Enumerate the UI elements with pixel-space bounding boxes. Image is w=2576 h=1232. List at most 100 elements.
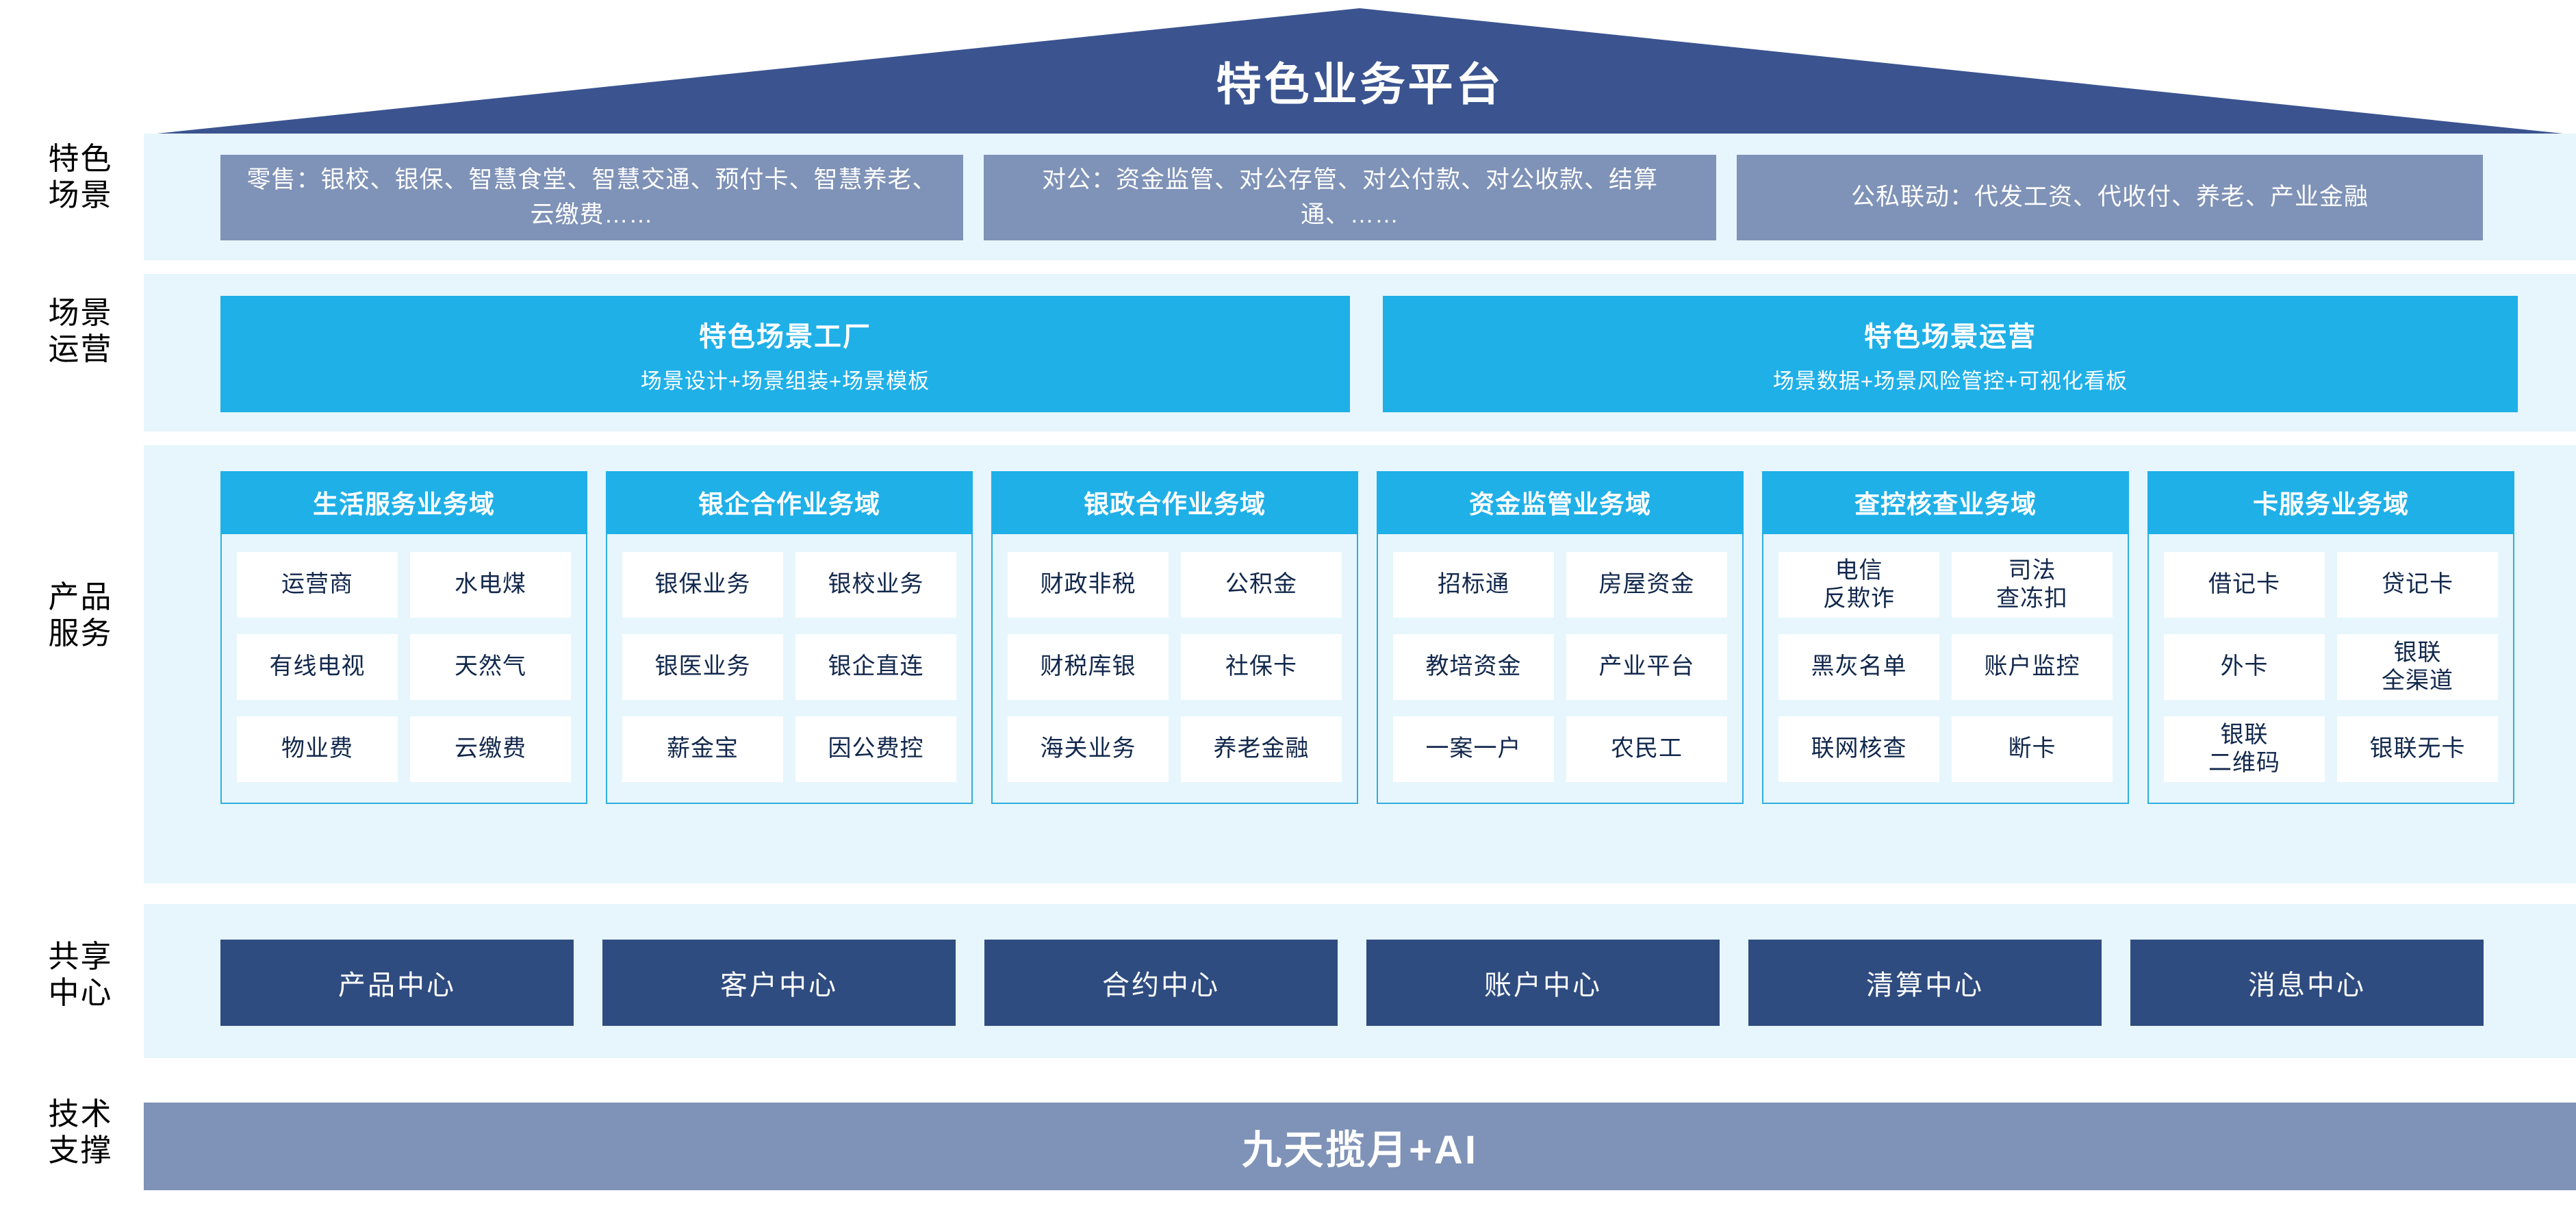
product-domains-row: 生活服务业务域 运营商 水电煤 有线电视 天然气 物业费 云缴费 银企合作业务域… bbox=[220, 471, 2514, 804]
domain-column-investigation-control[interactable]: 查控核查业务域 电信反欺诈 司法查冻扣 黑灰名单 账户监控 联网核查 断卡 bbox=[1762, 471, 2129, 804]
scenario-box-public-private[interactable]: 公私联动：代发工资、代收付、养老、产业金融 bbox=[1737, 155, 2483, 240]
center-box-message[interactable]: 消息中心 bbox=[2130, 940, 2484, 1026]
domain-cell[interactable]: 招标通 bbox=[1393, 552, 1554, 618]
center-box-contract-label: 合约中心 bbox=[1102, 970, 1220, 1001]
domain-cell[interactable]: 公积金 bbox=[1181, 552, 1342, 618]
domain-column-life-service[interactable]: 生活服务业务域 运营商 水电煤 有线电视 天然气 物业费 云缴费 bbox=[220, 471, 587, 804]
domain-cell[interactable]: 司法查冻扣 bbox=[1952, 552, 2113, 618]
ops-box-scenario-operation-title: 特色场景运营 bbox=[1864, 321, 2037, 352]
rail-label-tech: 技术 支撑 bbox=[21, 1096, 140, 1168]
domain-column-bank-government[interactable]: 银政合作业务域 财政非税 公积金 财税库银 社保卡 海关业务 养老金融 bbox=[991, 471, 1358, 804]
tech-support-label: 九天揽月+AI bbox=[1242, 1128, 1478, 1172]
domain-cell[interactable]: 教培资金 bbox=[1393, 634, 1554, 700]
domain-header-investigation-control: 查控核查业务域 bbox=[1762, 471, 2129, 534]
ops-box-scenario-operation[interactable]: 特色场景运营 场景数据+场景风险管控+可视化看板 bbox=[1383, 296, 2518, 412]
center-box-contract[interactable]: 合约中心 bbox=[984, 940, 1338, 1026]
domain-column-card-service[interactable]: 卡服务业务域 借记卡 贷记卡 外卡 银联全渠道 银联二维码 银联无卡 bbox=[2147, 471, 2514, 804]
rail-label-scenarios: 特色 场景 bbox=[21, 140, 140, 213]
ops-box-scenario-factory-title: 特色场景工厂 bbox=[699, 321, 871, 352]
domain-cell[interactable]: 断卡 bbox=[1952, 716, 2113, 782]
scenario-box-public-private-label: 公私联动：代发工资、代收付、养老、产业金融 bbox=[1850, 184, 2369, 211]
scenario-box-corporate[interactable]: 对公：资金监管、对公存管、对公付款、对公收款、结算通、…… bbox=[984, 155, 1716, 240]
center-box-customer-label: 客户中心 bbox=[720, 970, 838, 1001]
domain-cell[interactable]: 银保业务 bbox=[622, 552, 783, 618]
center-box-product[interactable]: 产品中心 bbox=[220, 940, 574, 1026]
shared-centers-row: 产品中心 客户中心 合约中心 账户中心 清算中心 消息中心 bbox=[220, 940, 2484, 1026]
center-box-account-label: 账户中心 bbox=[1484, 970, 1602, 1001]
domain-cell[interactable]: 联网核查 bbox=[1778, 716, 1939, 782]
rail-label-scenarios-line1: 特色 bbox=[48, 141, 113, 176]
domain-cell[interactable]: 银联全渠道 bbox=[2337, 634, 2498, 700]
rail-label-products-line2: 服务 bbox=[48, 616, 113, 651]
domain-cell[interactable]: 有线电视 bbox=[237, 634, 398, 700]
rail-label-scenarios-line2: 场景 bbox=[48, 177, 113, 213]
ops-box-scenario-operation-subtitle: 场景数据+场景风险管控+可视化看板 bbox=[1772, 368, 2128, 393]
scenario-box-corporate-label: 对公：资金监管、对公存管、对公付款、对公收款、结算通、…… bbox=[1041, 166, 1658, 228]
rail-label-centers: 共享 中心 bbox=[21, 938, 140, 1011]
domain-cell[interactable]: 薪金宝 bbox=[622, 716, 783, 782]
operations-row: 特色场景工厂 场景设计+场景组装+场景模板 特色场景运营 场景数据+场景风险管控… bbox=[220, 296, 2518, 412]
domain-cell[interactable]: 银联二维码 bbox=[2164, 716, 2325, 782]
domain-cell[interactable]: 银医业务 bbox=[622, 634, 783, 700]
rail-label-tech-line1: 技术 bbox=[48, 1096, 113, 1131]
domain-grid-investigation-control: 电信反欺诈 司法查冻扣 黑灰名单 账户监控 联网核查 断卡 bbox=[1763, 534, 2128, 803]
tech-support-bar[interactable]: 九天揽月+AI bbox=[144, 1103, 2576, 1190]
domain-cell[interactable]: 借记卡 bbox=[2164, 552, 2325, 618]
domain-cell[interactable]: 运营商 bbox=[237, 552, 398, 618]
domain-cell[interactable]: 因公费控 bbox=[795, 716, 956, 782]
domain-column-bank-enterprise[interactable]: 银企合作业务域 银保业务 银校业务 银医业务 银企直连 薪金宝 因公费控 bbox=[606, 471, 973, 804]
domain-cell[interactable]: 黑灰名单 bbox=[1778, 634, 1939, 700]
center-box-message-label: 消息中心 bbox=[2248, 970, 2366, 1001]
domain-cell[interactable]: 房屋资金 bbox=[1566, 552, 1727, 618]
domain-cell[interactable]: 银联无卡 bbox=[2337, 716, 2498, 782]
center-box-settlement-label: 清算中心 bbox=[1866, 970, 1984, 1001]
center-box-customer[interactable]: 客户中心 bbox=[602, 940, 956, 1026]
domain-grid-fund-supervision: 招标通 房屋资金 教培资金 产业平台 一案一户 农民工 bbox=[1378, 534, 1742, 803]
domain-header-bank-government: 银政合作业务域 bbox=[991, 471, 1358, 534]
domain-grid-card-service: 借记卡 贷记卡 外卡 银联全渠道 银联二维码 银联无卡 bbox=[2149, 534, 2513, 803]
domain-cell[interactable]: 产业平台 bbox=[1566, 634, 1727, 700]
rail-label-tech-line2: 支撑 bbox=[48, 1133, 113, 1168]
ops-box-scenario-factory[interactable]: 特色场景工厂 场景设计+场景组装+场景模板 bbox=[220, 296, 1350, 412]
domain-cell[interactable]: 水电煤 bbox=[410, 552, 571, 618]
domain-cell[interactable]: 养老金融 bbox=[1181, 716, 1342, 782]
domain-cell[interactable]: 物业费 bbox=[237, 716, 398, 782]
rail-label-operations: 场景 运营 bbox=[21, 294, 140, 367]
rail-label-products: 产品 服务 bbox=[21, 579, 140, 651]
domain-cell[interactable]: 社保卡 bbox=[1181, 634, 1342, 700]
domain-grid-life-service: 运营商 水电煤 有线电视 天然气 物业费 云缴费 bbox=[222, 534, 586, 803]
center-box-product-label: 产品中心 bbox=[338, 970, 456, 1001]
rail-label-operations-line2: 运营 bbox=[48, 331, 113, 367]
scenario-box-retail[interactable]: 零售：银校、银保、智慧食堂、智慧交通、预付卡、智慧养老、云缴费…… bbox=[220, 155, 963, 240]
domain-cell[interactable]: 云缴费 bbox=[410, 716, 571, 782]
domain-cell[interactable]: 银校业务 bbox=[795, 552, 956, 618]
scenarios-row: 零售：银校、银保、智慧食堂、智慧交通、预付卡、智慧养老、云缴费…… 对公：资金监… bbox=[220, 155, 2483, 240]
center-box-settlement[interactable]: 清算中心 bbox=[1748, 940, 2102, 1026]
domain-column-fund-supervision[interactable]: 资金监管业务域 招标通 房屋资金 教培资金 产业平台 一案一户 农民工 bbox=[1377, 471, 1744, 804]
domain-cell[interactable]: 外卡 bbox=[2164, 634, 2325, 700]
domain-cell[interactable]: 天然气 bbox=[410, 634, 571, 700]
domain-grid-bank-enterprise: 银保业务 银校业务 银医业务 银企直连 薪金宝 因公费控 bbox=[607, 534, 971, 803]
domain-cell[interactable]: 一案一户 bbox=[1393, 716, 1554, 782]
page-title: 特色业务平台 bbox=[1216, 59, 1504, 110]
center-box-account[interactable]: 账户中心 bbox=[1366, 940, 1720, 1026]
domain-header-card-service: 卡服务业务域 bbox=[2147, 471, 2514, 534]
domain-grid-bank-government: 财政非税 公积金 财税库银 社保卡 海关业务 养老金融 bbox=[993, 534, 1357, 803]
rail-label-centers-line2: 中心 bbox=[48, 975, 113, 1011]
scenario-box-retail-label: 零售：银校、银保、智慧食堂、智慧交通、预付卡、智慧养老、云缴费…… bbox=[246, 166, 937, 228]
domain-cell[interactable]: 银企直连 bbox=[795, 634, 956, 700]
domain-cell[interactable]: 账户监控 bbox=[1952, 634, 2113, 700]
domain-cell[interactable]: 农民工 bbox=[1566, 716, 1727, 782]
domain-cell[interactable]: 电信反欺诈 bbox=[1778, 552, 1939, 618]
rail-label-operations-line1: 场景 bbox=[48, 295, 113, 330]
domain-cell[interactable]: 财税库银 bbox=[1008, 634, 1169, 700]
domain-cell[interactable]: 贷记卡 bbox=[2337, 552, 2498, 618]
domain-header-fund-supervision: 资金监管业务域 bbox=[1377, 471, 1744, 534]
domain-cell[interactable]: 财政非税 bbox=[1008, 552, 1169, 618]
rail-label-products-line1: 产品 bbox=[48, 579, 113, 614]
domain-header-bank-enterprise: 银企合作业务域 bbox=[606, 471, 973, 534]
domain-header-life-service: 生活服务业务域 bbox=[220, 471, 587, 534]
domain-cell[interactable]: 海关业务 bbox=[1008, 716, 1169, 782]
rail-label-centers-line1: 共享 bbox=[48, 939, 113, 974]
